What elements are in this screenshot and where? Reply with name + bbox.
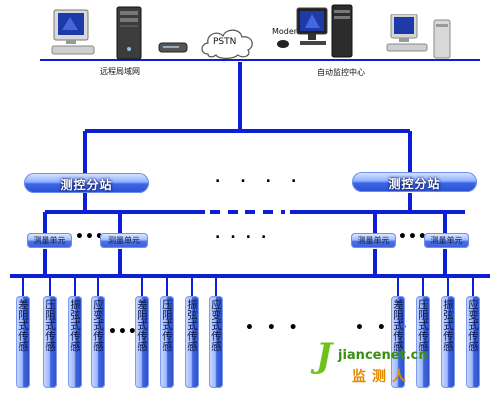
unit-box: 测量单元 [351,233,396,248]
watermark-text: jiancenet.cn [338,348,428,363]
station-right: 测控分站 [352,172,477,192]
unit-label: 测量单元 [33,236,66,245]
sensor-drops [22,276,474,296]
modem-icon [158,42,188,53]
sensor-box: 压阻式传感 [416,296,430,388]
sensor-label: 振弦式传感 [442,299,454,352]
sensor-label: 振弦式传感 [69,299,81,352]
watermark-logo: J [316,336,333,376]
sensor-label: 差阻式传感 [392,299,404,352]
unit-label: 测量单元 [108,236,140,245]
auto-center-label: 自动监控中心 [317,68,365,77]
sensor-label: 压阻式传感 [161,299,173,352]
ellipsis-dots: ••• [108,324,138,340]
sensor-box: 应变式传感 [209,296,223,388]
modem-small-icon [277,40,289,48]
sensor-label: 振弦式传感 [186,299,198,352]
remote-lan-label: 远程局域网 [100,67,140,76]
server-tower-icon [116,6,142,60]
sensor-label: 压阻式传感 [44,299,56,352]
sensor-box: 差阻式传感 [391,296,405,388]
sensor-box: 振弦式传感 [68,296,82,388]
station-label: 测控分站 [388,177,441,191]
unit-label: 测量单元 [430,236,463,245]
remote-computer-icon [51,9,95,55]
sensor-box: 应变式传感 [466,296,480,388]
sensor-label: 应变式传感 [210,299,222,352]
sensor-box: 振弦式传感 [185,296,199,388]
ellipsis-dots: ••• [75,229,105,245]
center-tower-icon [331,4,353,58]
sensor-label: 差阻式传感 [17,299,29,352]
ellipsis-dots: .... [215,226,277,242]
station-left: 测控分站 [24,173,149,193]
pstn-cloud-icon [201,29,253,59]
unit-box: 测量单元 [100,233,148,248]
sensor-label: 压阻式传感 [417,299,429,352]
station-label: 测控分站 [60,178,113,192]
unit-label: 测量单元 [357,236,390,245]
sensor-label: 应变式传感 [92,299,104,352]
ellipsis-dots: .... [215,170,317,186]
unit-box: 测量单元 [424,233,469,248]
sensor-box: 压阻式传感 [43,296,57,388]
right-computer-icon [386,14,428,52]
sensor-label: 差阻式传感 [136,299,148,352]
monitor-center-computer-icon [296,7,328,45]
right-tower-icon [433,19,451,59]
watermark-sub: 监测人 [352,369,412,385]
ellipsis-dots: • • • [245,320,302,336]
ellipsis-dots: ••• [398,229,428,245]
pstn-label: PSTN [213,37,237,47]
unit-box: 测量单元 [27,233,72,248]
sensor-label: 应变式传感 [467,299,479,352]
sensor-box: 应变式传感 [91,296,105,388]
modem-label: Moden [272,27,299,36]
sensor-box: 差阻式传感 [16,296,30,388]
sensor-box: 差阻式传感 [135,296,149,388]
sensor-box: 振弦式传感 [441,296,455,388]
sensor-box: 压阻式传感 [160,296,174,388]
